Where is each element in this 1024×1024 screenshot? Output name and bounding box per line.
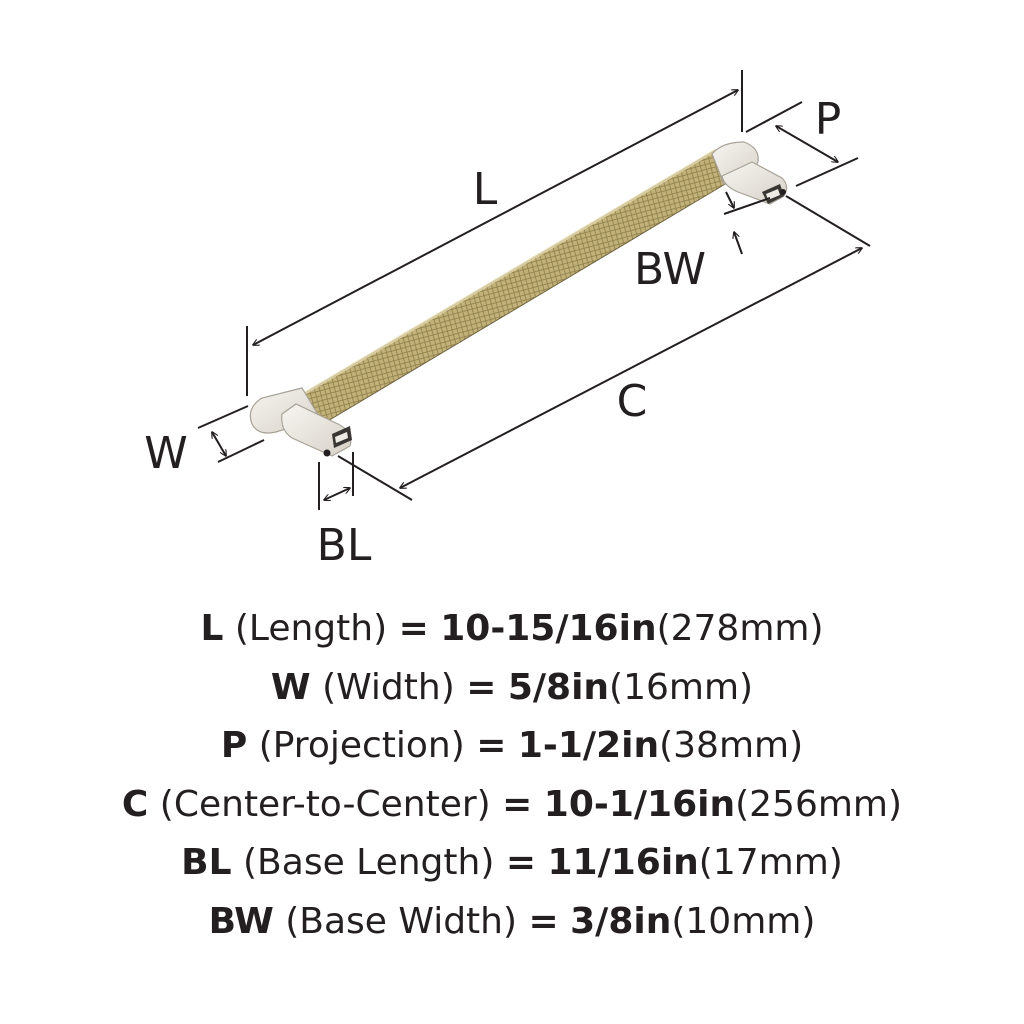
- label-W: W: [144, 428, 188, 479]
- dimension-spec-list: L (Length) = 10-15/16in(278mm) W (Width)…: [0, 600, 1024, 951]
- spec-row-base-width: BW (Base Width) = 3/8in(10mm): [0, 893, 1024, 952]
- spec-imperial: 11/16in: [547, 842, 699, 883]
- spec-imperial: 10-15/16in: [440, 608, 657, 649]
- cabinet-pull-handle: [249, 141, 788, 457]
- spec-equals: =: [466, 666, 497, 708]
- spec-imperial: 10-1/16in: [543, 783, 736, 825]
- spec-equals: =: [398, 608, 429, 649]
- length-dimension-line: [253, 90, 738, 345]
- spec-row-length: L (Length) = 10-15/16in(278mm): [0, 600, 1024, 659]
- dimension-lines: [197, 70, 871, 510]
- spec-row-base-length: BL (Base Length) = 11/16in(17mm): [0, 834, 1024, 893]
- spec-name: (Base Width): [285, 900, 518, 942]
- spec-name: (Base Length): [243, 842, 495, 883]
- width-dimension-line: [212, 432, 226, 456]
- label-P: P: [815, 94, 842, 145]
- label-BL: BL: [317, 520, 372, 571]
- spec-metric: (38mm): [659, 725, 804, 766]
- spec-equals: =: [528, 900, 559, 942]
- spec-code: BW: [208, 900, 274, 942]
- base-width-arrow-top: [725, 191, 735, 208]
- spec-equals: =: [476, 725, 507, 766]
- spec-name: (Center-to-Center): [159, 783, 491, 825]
- handle-dimension-diagram: L P BW C W BL: [144, 70, 871, 571]
- spec-imperial: 5/8in: [507, 666, 610, 708]
- label-BW: BW: [634, 244, 706, 295]
- spec-equals: =: [502, 783, 533, 825]
- spec-imperial: 3/8in: [570, 900, 672, 942]
- spec-row-width: W (Width) = 5/8in(16mm): [0, 659, 1024, 718]
- spec-code: C: [121, 783, 149, 825]
- spec-equals: =: [505, 842, 537, 883]
- base-length-dimension-line: [324, 488, 350, 500]
- spec-code: BL: [181, 842, 232, 883]
- label-L: L: [473, 164, 498, 215]
- spec-metric: (278mm): [656, 608, 824, 649]
- spec-row-center-to-center: C (Center-to-Center) = 10-1/16in(256mm): [0, 776, 1024, 835]
- projection-dimension-line: [776, 126, 838, 162]
- label-C: C: [617, 376, 648, 427]
- spec-code: P: [220, 725, 248, 766]
- base-width-arrow-bottom: [734, 232, 743, 255]
- spec-metric: (10mm): [671, 900, 816, 942]
- spec-name: (Length): [234, 608, 388, 649]
- spec-metric: (17mm): [698, 842, 843, 883]
- spec-name: (Projection): [258, 725, 465, 766]
- center-to-center-dimension-line: [400, 248, 862, 488]
- spec-code: L: [200, 608, 224, 649]
- spec-metric: (256mm): [735, 783, 903, 825]
- spec-row-projection: P (Projection) = 1-1/2in(38mm): [0, 717, 1024, 776]
- spec-code: W: [270, 666, 311, 708]
- spec-name: (Width): [322, 666, 455, 708]
- spec-metric: (16mm): [609, 666, 754, 708]
- spec-imperial: 1-1/2in: [517, 725, 660, 766]
